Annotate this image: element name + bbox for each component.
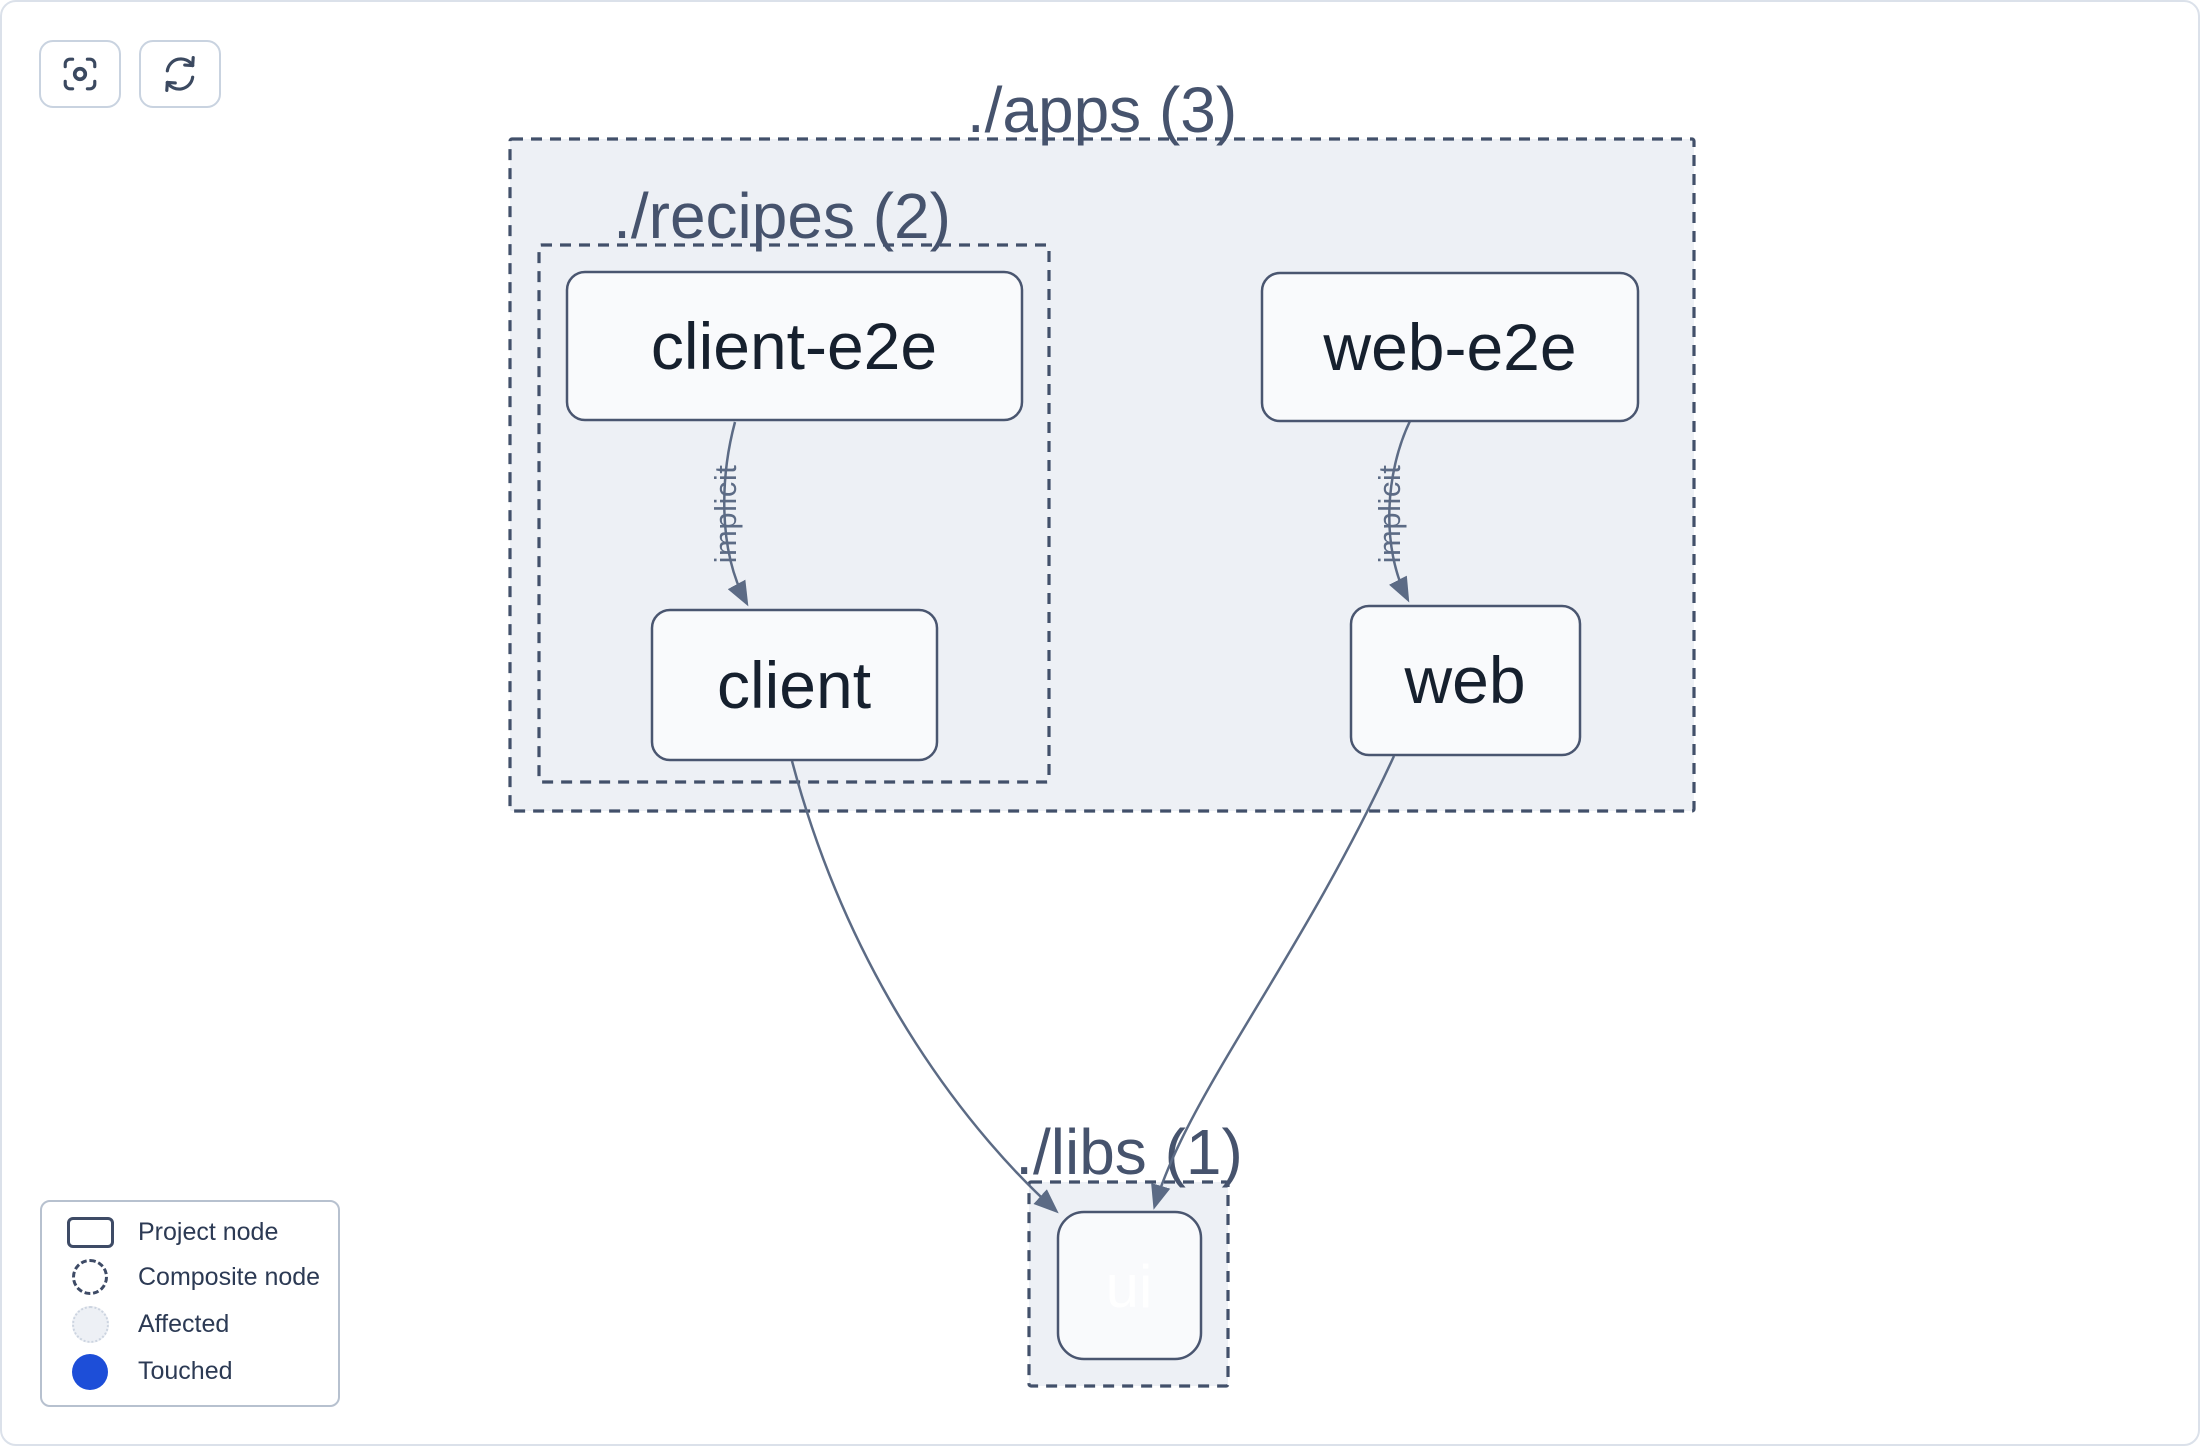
refresh-graph-button[interactable] xyxy=(139,40,221,108)
touched-swatch xyxy=(72,1353,108,1390)
legend-item-project-node: Project node xyxy=(42,1217,338,1249)
edge-web-to-ui xyxy=(1151,755,1396,1210)
node-ui[interactable]: ui xyxy=(1056,1210,1203,1361)
node-label-web: web xyxy=(1403,643,1525,717)
container-title-recipes: ./recipes (2) xyxy=(613,180,951,252)
node-label-client-e2e: client-e2e xyxy=(651,309,937,383)
node-web-e2e[interactable]: web-e2e xyxy=(1260,271,1640,423)
node-client-e2e[interactable]: client-e2e xyxy=(565,270,1024,422)
legend-label: Touched xyxy=(138,1357,233,1386)
node-label-ui: ui xyxy=(1106,1253,1153,1320)
legend-label: Affected xyxy=(138,1309,230,1338)
affected-swatch xyxy=(71,1305,109,1343)
focus-icon xyxy=(61,55,99,93)
edge-web-e2e-to-web xyxy=(1388,420,1412,603)
refresh-icon xyxy=(161,55,199,93)
legend-item-affected: Affected xyxy=(42,1305,338,1343)
edge-client-e2e-to-client xyxy=(723,421,749,607)
node-label-client: client xyxy=(717,648,871,722)
edge-client-to-ui xyxy=(790,760,1059,1214)
center-graph-button[interactable] xyxy=(39,40,121,108)
legend-label: Project node xyxy=(138,1218,279,1247)
legend: Project node Composite node Affected Tou… xyxy=(40,1200,340,1407)
composite-node-swatch xyxy=(72,1259,108,1296)
node-web[interactable]: web xyxy=(1349,604,1582,757)
legend-label: Composite node xyxy=(138,1262,321,1291)
container-title-apps: ./apps (3) xyxy=(967,74,1237,146)
node-client[interactable]: client xyxy=(650,608,939,762)
legend-item-composite-node: Composite node xyxy=(42,1259,338,1296)
project-node-swatch xyxy=(66,1217,114,1249)
legend-item-touched: Touched xyxy=(42,1353,338,1390)
node-label-web-e2e: web-e2e xyxy=(1322,310,1576,384)
container-title-libs: ./libs (1) xyxy=(1015,1116,1243,1188)
